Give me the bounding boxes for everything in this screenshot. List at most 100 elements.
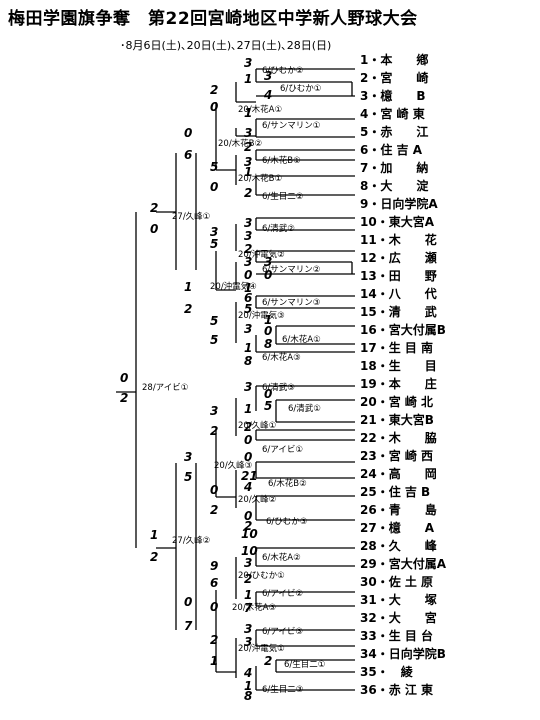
score: 4 xyxy=(243,480,252,494)
match-label: 6/木花B② xyxy=(268,478,307,489)
score: 5 xyxy=(264,399,272,413)
score: 2 xyxy=(244,140,252,154)
score: 0 xyxy=(210,483,218,497)
team-20: 20・宮 崎 北 xyxy=(360,394,433,409)
score: 0 xyxy=(120,371,128,385)
score: 1 xyxy=(244,588,252,602)
score: 3 xyxy=(210,225,218,239)
score: 0 xyxy=(264,387,272,401)
match-label: 20/木花A③ xyxy=(232,602,276,613)
score: 5 xyxy=(210,314,218,328)
score: 1 xyxy=(184,280,192,294)
score: 1 xyxy=(210,654,218,668)
score: 3 xyxy=(244,635,252,649)
team-5: 5・赤 江 xyxy=(360,124,428,139)
match-label: 6/アイビ① xyxy=(262,445,303,455)
team-36: 36・赤 江 東 xyxy=(360,682,433,697)
tournament-dates: ･8月6日(土)､20日(土)､27日(土)､28日(日) xyxy=(120,39,332,52)
score: 5 xyxy=(244,302,252,316)
score: 2 xyxy=(244,519,252,533)
score: 2 xyxy=(244,420,252,434)
score: 0 xyxy=(184,126,192,140)
match-label: 28/アイビ① xyxy=(142,383,188,393)
match-label: 27/久峰② xyxy=(172,535,210,546)
team-4: 4・宮 崎 東 xyxy=(360,106,425,121)
team-10: 10・東大宮A xyxy=(360,214,435,229)
score: 1 xyxy=(244,402,252,416)
team-12: 12・広 瀬 xyxy=(360,250,437,265)
score: 3 xyxy=(244,255,252,269)
match-label: 6/清武② xyxy=(262,223,295,234)
score: 0 xyxy=(210,180,218,194)
team-28: 28・久 峰 xyxy=(360,538,438,553)
score: 0 xyxy=(150,222,158,236)
team-15: 15・清 武 xyxy=(360,304,437,319)
score: 1 xyxy=(150,528,158,542)
score: 21 xyxy=(241,469,258,483)
score: 2 xyxy=(264,654,272,668)
score: 8 xyxy=(264,337,272,351)
score: 4 xyxy=(263,88,272,102)
score: 3 xyxy=(244,216,252,230)
team-9: 9・日向学院A xyxy=(360,196,438,211)
match-label: 6/清武③ xyxy=(262,382,295,393)
score: 0 xyxy=(244,268,252,282)
score: 0 xyxy=(244,509,252,523)
team-19: 19・本 庄 xyxy=(360,376,437,391)
score: 1 xyxy=(264,313,272,327)
team-24: 24・高 岡 xyxy=(360,466,437,481)
score: 6 xyxy=(184,148,192,162)
team-33: 33・生 目 台 xyxy=(360,628,433,643)
match-label: 6/ひむか① xyxy=(280,84,321,94)
score: 3 xyxy=(264,255,272,269)
match-label: 6/清武① xyxy=(288,403,321,414)
team-6: 6・住 吉 A xyxy=(360,142,423,157)
team-29: 29・宮大付属A xyxy=(360,556,447,571)
team-35: 35・ 綾 xyxy=(360,664,414,679)
score: 2 xyxy=(210,503,218,517)
score: 5 xyxy=(210,333,218,347)
team-11: 11・木 花 xyxy=(360,232,437,247)
match-label: 6/生目二② xyxy=(262,191,303,202)
score: 2 xyxy=(150,201,158,215)
score: 3 xyxy=(244,155,252,169)
score: 5 xyxy=(210,160,218,174)
score: 0 xyxy=(264,268,272,282)
team-8: 8・大 淀 xyxy=(360,178,429,193)
score: 1 xyxy=(244,106,252,120)
match-label: 20/沖電気④ xyxy=(210,281,257,292)
score: 2 xyxy=(210,424,218,438)
score: 0 xyxy=(244,433,252,447)
score: 2 xyxy=(244,242,252,256)
score: 3 xyxy=(244,556,252,570)
score: 2 xyxy=(210,83,218,97)
match-label: 20/木花A① xyxy=(238,104,282,115)
match-label: 6/ひむか③ xyxy=(266,517,307,527)
score: 5 xyxy=(184,470,192,484)
score: 9 xyxy=(210,559,218,573)
score: 3 xyxy=(184,450,192,464)
score: 0 xyxy=(210,100,218,114)
match-label: 20/久峰③ xyxy=(214,460,252,471)
match-label: 6/木花A① xyxy=(282,334,321,345)
score: 3 xyxy=(244,622,252,636)
score: 3 xyxy=(244,322,252,336)
match-label: 27/久峰① xyxy=(172,211,210,222)
score: 0 xyxy=(210,600,218,614)
match-label: 6/木花A② xyxy=(262,552,301,563)
score: 2 xyxy=(210,633,218,647)
score: 2 xyxy=(244,572,252,586)
score: 1 xyxy=(244,679,252,693)
match-label: 20/木花B② xyxy=(218,138,262,149)
score: 8 xyxy=(244,689,252,703)
match-label: 6/サンマリン① xyxy=(262,121,320,131)
team-21: 21・東大宮B xyxy=(360,412,434,427)
score: 7 xyxy=(184,619,193,633)
score: 2 xyxy=(184,302,192,316)
team-2: 2・宮 崎 xyxy=(360,70,428,85)
team-13: 13・田 野 xyxy=(360,269,437,283)
team-26: 26・青 島 xyxy=(360,502,437,517)
match-label: 20/ひむか① xyxy=(238,571,285,581)
score: 3 xyxy=(210,404,218,418)
